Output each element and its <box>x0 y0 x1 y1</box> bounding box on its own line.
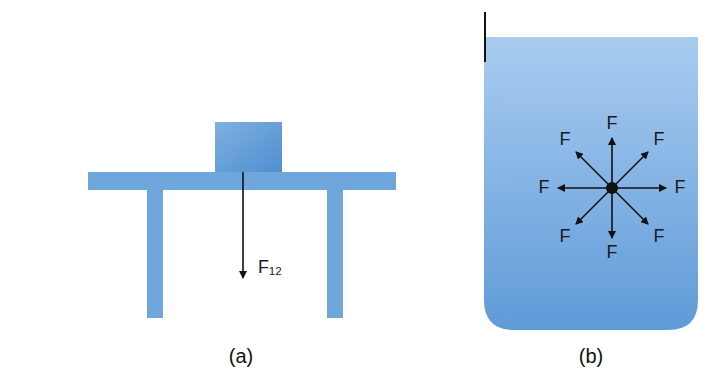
liquid <box>484 37 698 330</box>
table-leg <box>147 188 163 318</box>
force-label: F <box>675 178 686 198</box>
table-top <box>88 172 396 190</box>
caption-letter: (a) <box>229 345 253 367</box>
force-label: F <box>607 243 618 263</box>
force-arrow <box>242 172 244 278</box>
caption-letter: (b) <box>579 345 603 367</box>
force-label: F <box>539 178 550 198</box>
point <box>606 182 618 194</box>
force-label: F <box>654 130 665 150</box>
force-label: F₁₂ <box>258 258 282 278</box>
pressure-arrows <box>558 138 666 238</box>
force-label: F <box>560 227 571 247</box>
force-label: F <box>607 114 618 134</box>
block <box>215 122 282 172</box>
container-wall <box>484 12 486 62</box>
force-label: F <box>654 227 665 247</box>
force-label: F <box>560 130 571 150</box>
table-leg <box>327 188 343 318</box>
